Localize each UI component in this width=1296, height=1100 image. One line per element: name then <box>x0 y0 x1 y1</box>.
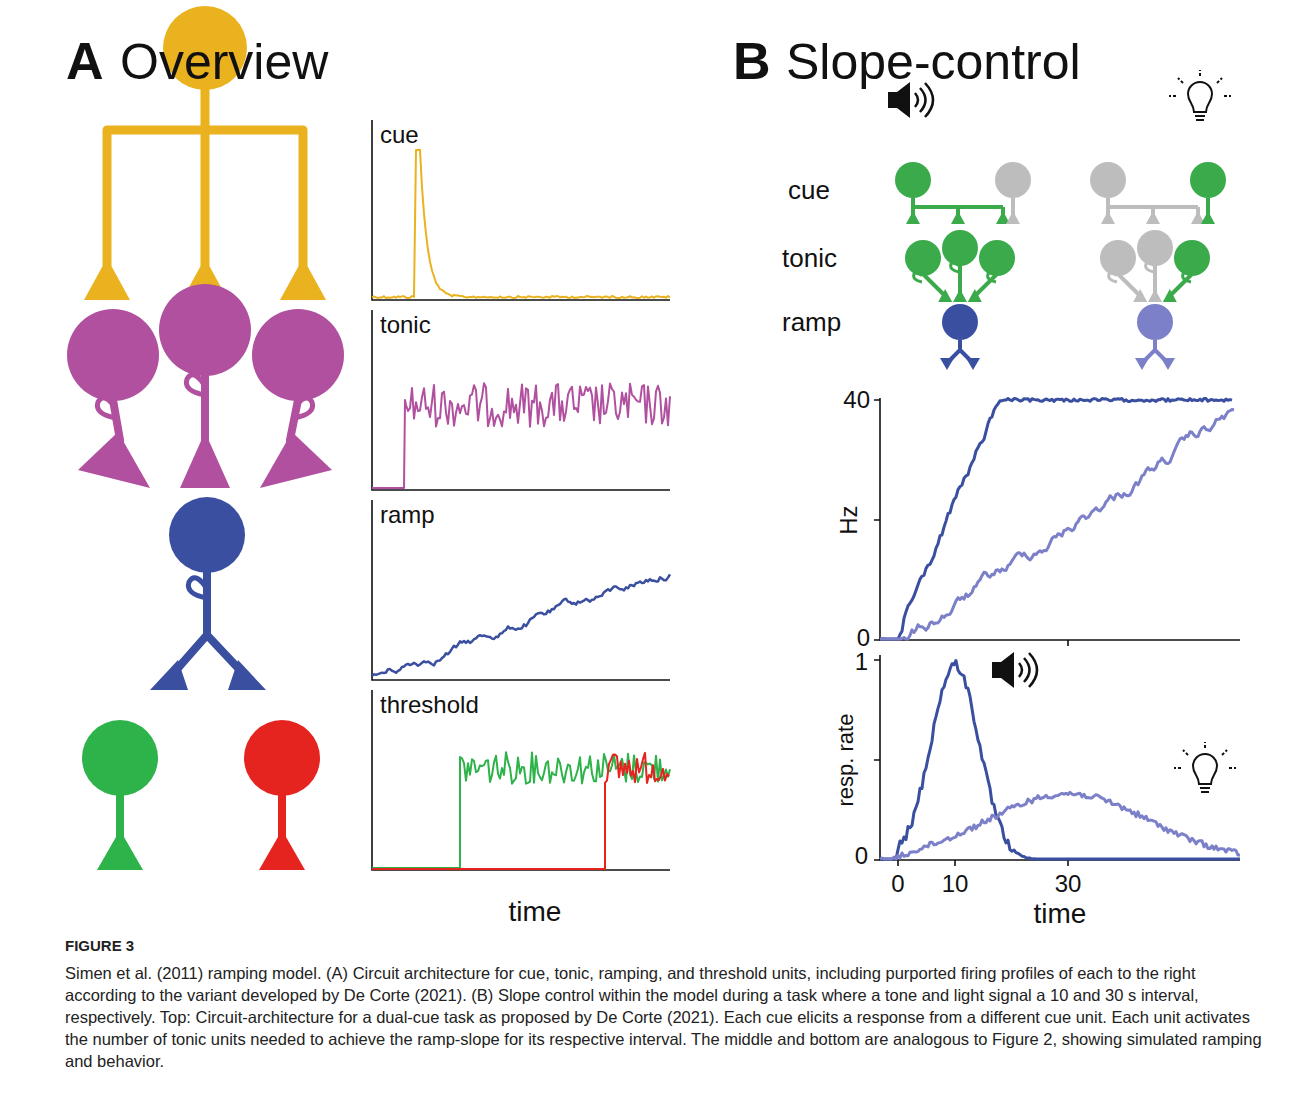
threshold-trace <box>372 752 670 868</box>
tick-label: 0 <box>891 871 904 897</box>
ramp-trace <box>880 399 1232 639</box>
circuit-diagram <box>1090 162 1226 370</box>
axis-label: time <box>1034 899 1087 930</box>
panel-title: Overview <box>120 35 328 90</box>
figure-number: FIGURE 3 <box>65 938 134 955</box>
trace-title: tonic <box>380 312 431 338</box>
tick-label: 40 <box>843 387 870 413</box>
axis-label: Hz <box>837 505 863 534</box>
tonic-trace <box>372 383 670 488</box>
tick-label: 10 <box>942 871 969 897</box>
ramp-trace <box>372 574 670 675</box>
trace-title: cue <box>380 122 419 148</box>
figure-caption: Simen et al. (2011) ramping model. (A) C… <box>65 962 1265 1072</box>
ramp-trace <box>880 409 1234 639</box>
tick-label: 1 <box>855 649 868 675</box>
panel-title: Slope-control <box>786 35 1081 90</box>
cue-trace <box>372 150 670 298</box>
trace-title: ramp <box>380 502 435 528</box>
ramp-neuron <box>150 497 266 690</box>
tonic-neurons <box>67 284 344 488</box>
panel-letter: B <box>733 33 771 90</box>
threshold-trace <box>372 753 669 869</box>
threshold-neurons <box>82 720 320 870</box>
lightbulb-icon <box>1169 70 1231 120</box>
response-trace <box>880 792 1240 859</box>
plot-axes <box>874 398 1240 866</box>
circuit-diagram <box>895 162 1031 370</box>
tick-label: 0 <box>857 625 870 651</box>
tick-label: 0 <box>855 843 868 869</box>
panel-letter: A <box>66 33 104 90</box>
axis-label: time <box>509 897 562 928</box>
layer-label: cue <box>788 176 830 205</box>
response-trace <box>880 661 1240 859</box>
trace-title: threshold <box>380 692 479 718</box>
layer-label: tonic <box>782 244 837 273</box>
axis-label: resp. rate <box>834 714 858 807</box>
speaker-icon <box>992 652 1037 688</box>
lightbulb-icon <box>1174 742 1236 792</box>
tick-label: 30 <box>1055 871 1082 897</box>
layer-label: ramp <box>782 308 841 337</box>
plot-axes <box>372 120 670 870</box>
